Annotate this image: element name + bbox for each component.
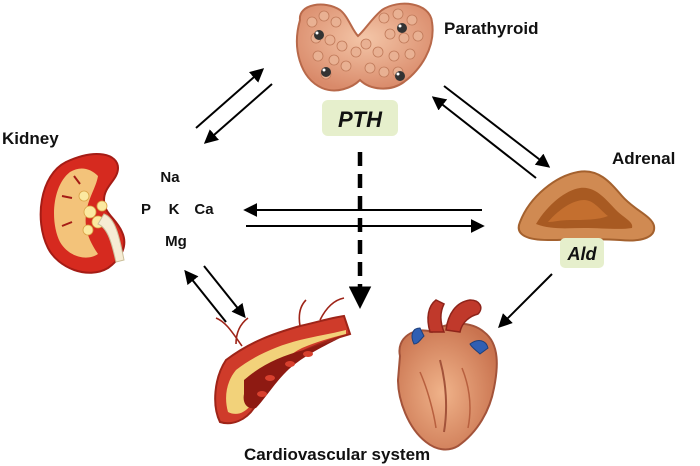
adrenal-label: Adrenal [612, 149, 675, 168]
arrow-adrenal-to-heart [498, 273, 553, 328]
kidney-label: Kidney [2, 129, 59, 148]
ion-p: P [141, 201, 151, 218]
arrow-vessel-to-kidney [184, 269, 227, 323]
pth-label: PTH [338, 107, 383, 132]
cardiovascular-label: Cardiovascular system [244, 445, 430, 464]
ion-ca: Ca [194, 201, 214, 218]
arrows [184, 68, 553, 328]
arrow-parathyroid-to-kidney [203, 83, 273, 144]
pth-badge [322, 100, 398, 136]
arrow-parathyroid-to-adrenal [443, 85, 551, 168]
ion-na: Na [160, 169, 180, 186]
arrow-kidney-to-vessel [203, 265, 246, 319]
arrow-adrenal-to-parathyroid [431, 96, 537, 179]
ion-mg: Mg [165, 233, 187, 250]
adrenal-gland-icon [517, 170, 656, 242]
parathyroid-gland-icon [296, 2, 434, 92]
ion-k: K [169, 201, 180, 218]
ald-badge [560, 238, 604, 268]
parathyroid-label: Parathyroid [444, 19, 538, 38]
arrow-kidney-to-parathyroid [195, 68, 265, 129]
ald-label: Ald [567, 244, 598, 264]
kidney-icon [39, 153, 126, 274]
blood-vessel-icon [214, 297, 352, 425]
heart-icon [396, 299, 498, 451]
